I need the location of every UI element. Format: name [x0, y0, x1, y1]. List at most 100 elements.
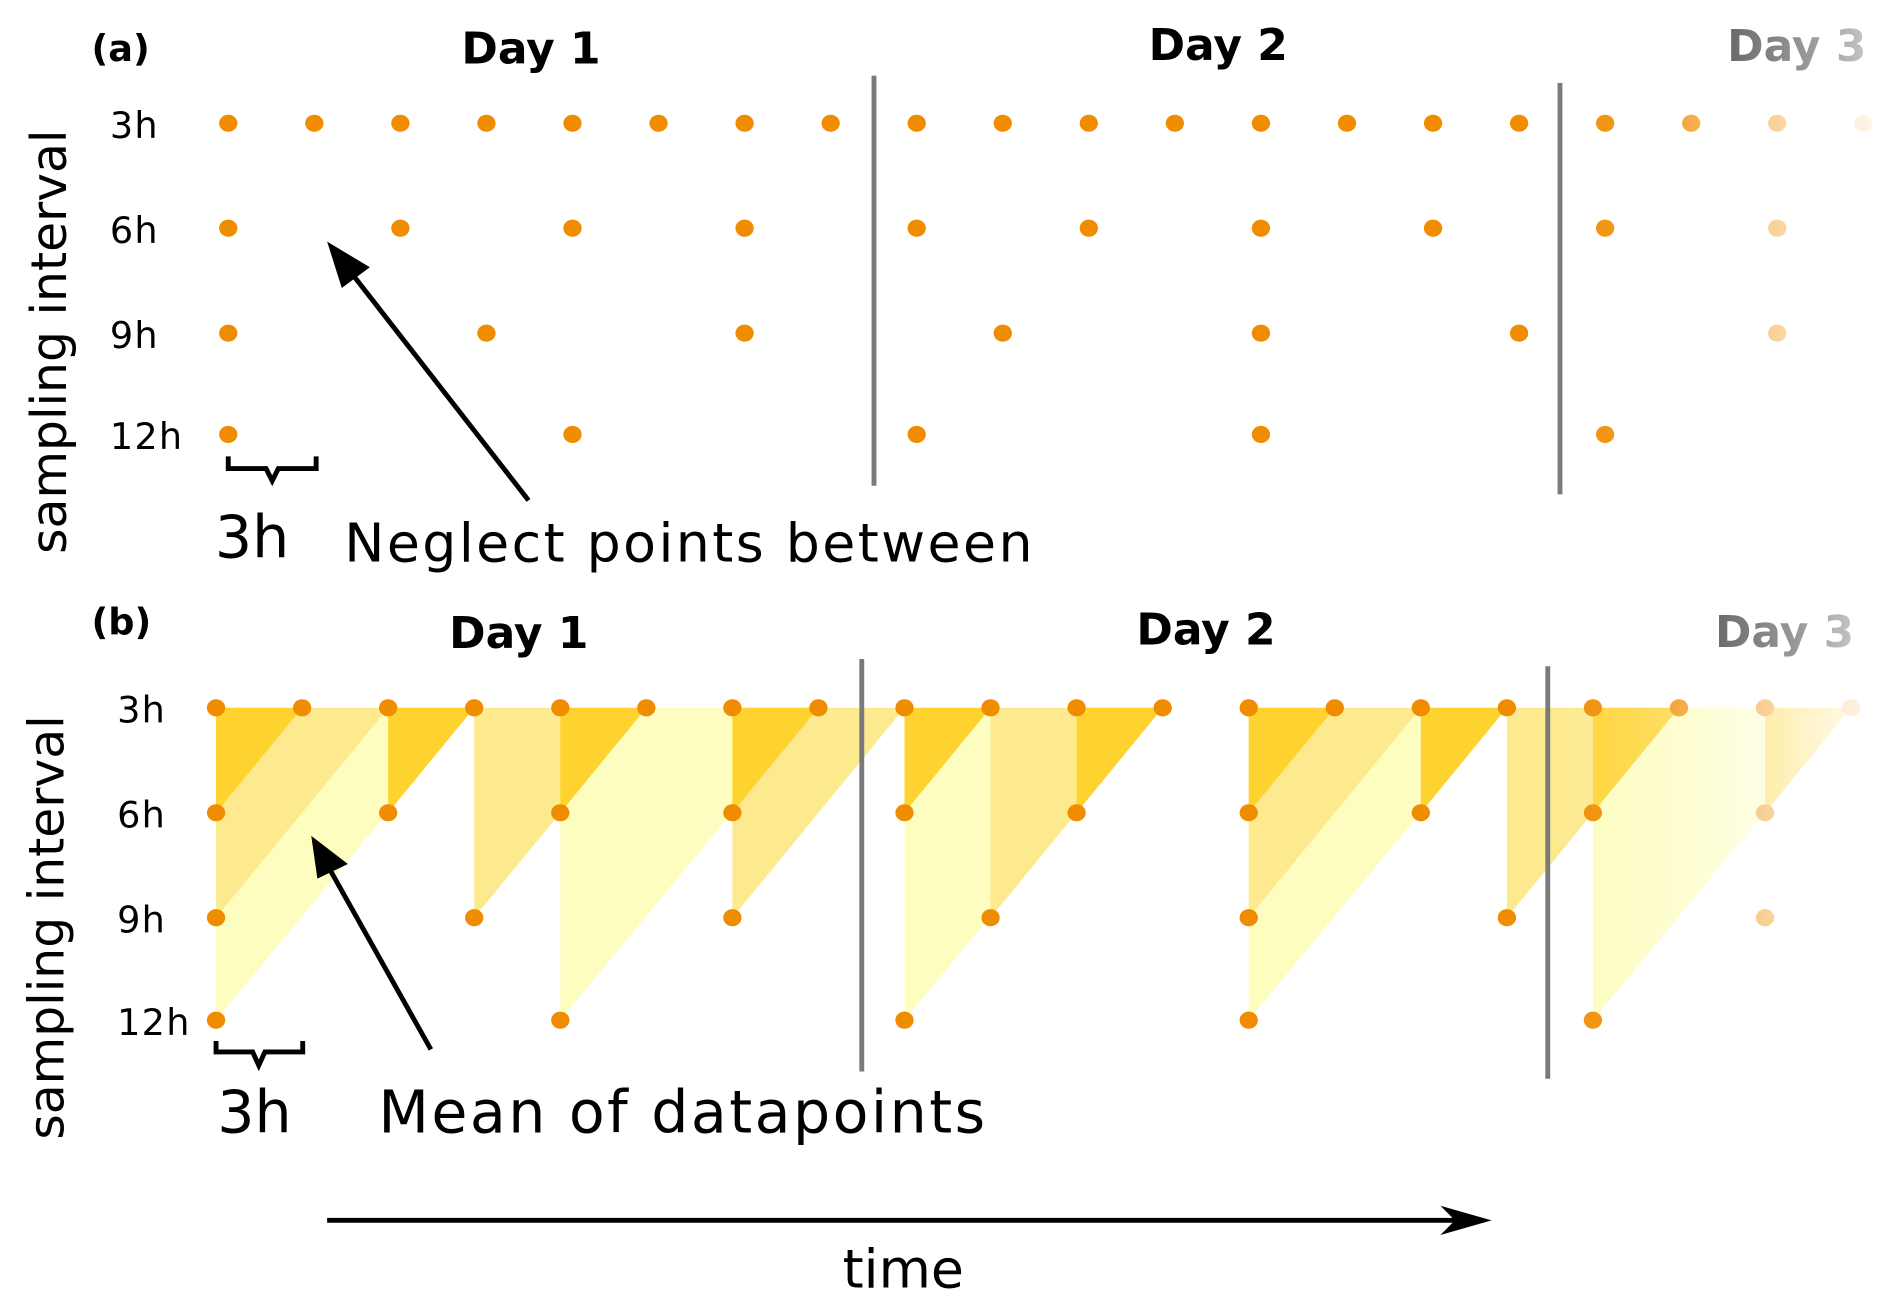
sample-point [477, 114, 496, 132]
sample-point [1325, 699, 1344, 717]
sample-point [735, 114, 754, 132]
sample-point [1251, 114, 1271, 132]
sample-point [1509, 114, 1529, 132]
sample-point [735, 324, 754, 342]
sample-point [723, 699, 742, 717]
sample-point [1251, 425, 1271, 443]
sample-point [1337, 114, 1357, 132]
sample-point [821, 114, 840, 132]
sample-point [305, 114, 324, 132]
day3-fade-overlay [1556, 665, 1892, 1080]
sample-point [219, 114, 238, 132]
sample-point [981, 909, 1000, 927]
sample-point [563, 425, 582, 443]
sample-point [551, 1011, 570, 1029]
day-label: Day 3 [1715, 607, 1854, 658]
time-arrowhead-icon [1440, 1205, 1492, 1235]
sample-point [1423, 219, 1443, 237]
sample-point [1239, 699, 1258, 717]
arrowhead-icon [327, 241, 370, 288]
panel-label: (a) [92, 27, 150, 70]
sample-point [391, 219, 410, 237]
panel-a: (a) sampling interval Day 1 Day 2 3h 6h 9h… [21, 20, 1892, 574]
sample-point [895, 804, 914, 822]
sample-point [1509, 324, 1529, 342]
row-label: 3h [110, 104, 159, 147]
day-label: Day 1 [449, 608, 588, 659]
mean-triangle-6h [732, 707, 819, 813]
sample-point [219, 425, 238, 443]
scale-label: 3h [215, 504, 289, 572]
bracket-icon [225, 456, 319, 487]
sample-point [637, 699, 656, 717]
sample-point [219, 324, 238, 342]
sample-point [219, 219, 238, 237]
scale-label: 3h [217, 1078, 291, 1146]
sample-point [723, 909, 742, 927]
sample-point [1497, 699, 1517, 717]
sample-point [981, 699, 1000, 717]
sample-point [993, 114, 1012, 132]
sample-point [993, 324, 1012, 342]
sample-point [1497, 909, 1517, 927]
arrowhead-icon [311, 835, 348, 879]
annotation-text: Mean of datapoints [378, 1078, 987, 1146]
sample-point [1411, 699, 1430, 717]
sample-point [895, 699, 914, 717]
panel-b: (b) sampling interval Day 1 Day 2 3h6h9h… [18, 601, 1892, 1146]
sample-point [907, 219, 926, 237]
sample-point [1165, 114, 1185, 132]
row-label: 9h [110, 314, 159, 357]
day-label: Day 2 [1136, 604, 1275, 655]
sample-point [292, 699, 312, 717]
day3-fade-overlay [1568, 85, 1892, 507]
sample-point [1067, 804, 1086, 822]
row-label: 12h [117, 1001, 190, 1044]
time-label: time [843, 1237, 964, 1296]
sample-point [1423, 114, 1443, 132]
sample-point [1251, 219, 1271, 237]
mean-triangle-6h [1076, 707, 1163, 813]
y-axis-label: sampling interval [21, 130, 78, 554]
annotation-arrow [322, 859, 434, 1051]
sample-point [465, 699, 484, 717]
sample-point [1411, 804, 1430, 822]
sample-point [551, 699, 570, 717]
bracket-icon [213, 1040, 306, 1072]
sample-point [723, 804, 742, 822]
sample-point [1153, 699, 1172, 717]
mean-triangle-6h [904, 707, 991, 813]
row-label: 12h [110, 415, 183, 458]
sample-point [563, 114, 582, 132]
annotation-text: Neglect points between [344, 511, 1035, 574]
sample-point [1251, 324, 1271, 342]
sample-point [391, 114, 410, 132]
row-label: 6h [110, 209, 159, 252]
sample-point [465, 909, 484, 927]
sample-point [1239, 1011, 1258, 1029]
sample-point [477, 324, 496, 342]
sample-point [1239, 804, 1258, 822]
sample-point [809, 699, 828, 717]
sample-point [907, 425, 926, 443]
mean-triangle-6h [388, 707, 475, 813]
sample-point [1079, 219, 1098, 237]
sample-point [563, 219, 582, 237]
sample-point [895, 1011, 914, 1029]
row-label: 6h [117, 793, 166, 836]
sample-point [735, 219, 754, 237]
sample-point [649, 114, 668, 132]
sample-point [1079, 114, 1098, 132]
day-label: Day 2 [1149, 20, 1288, 71]
sample-point [379, 804, 398, 822]
mean-triangle-6h [1420, 707, 1507, 813]
sample-point [206, 804, 226, 822]
day-label: Day 3 [1727, 21, 1866, 72]
sample-point [1239, 909, 1258, 927]
annotation-arrow [345, 266, 531, 502]
row-label: 3h [117, 688, 166, 731]
panel-label: (b) [92, 601, 152, 644]
day-label: Day 1 [461, 23, 600, 74]
sample-point [206, 699, 226, 717]
